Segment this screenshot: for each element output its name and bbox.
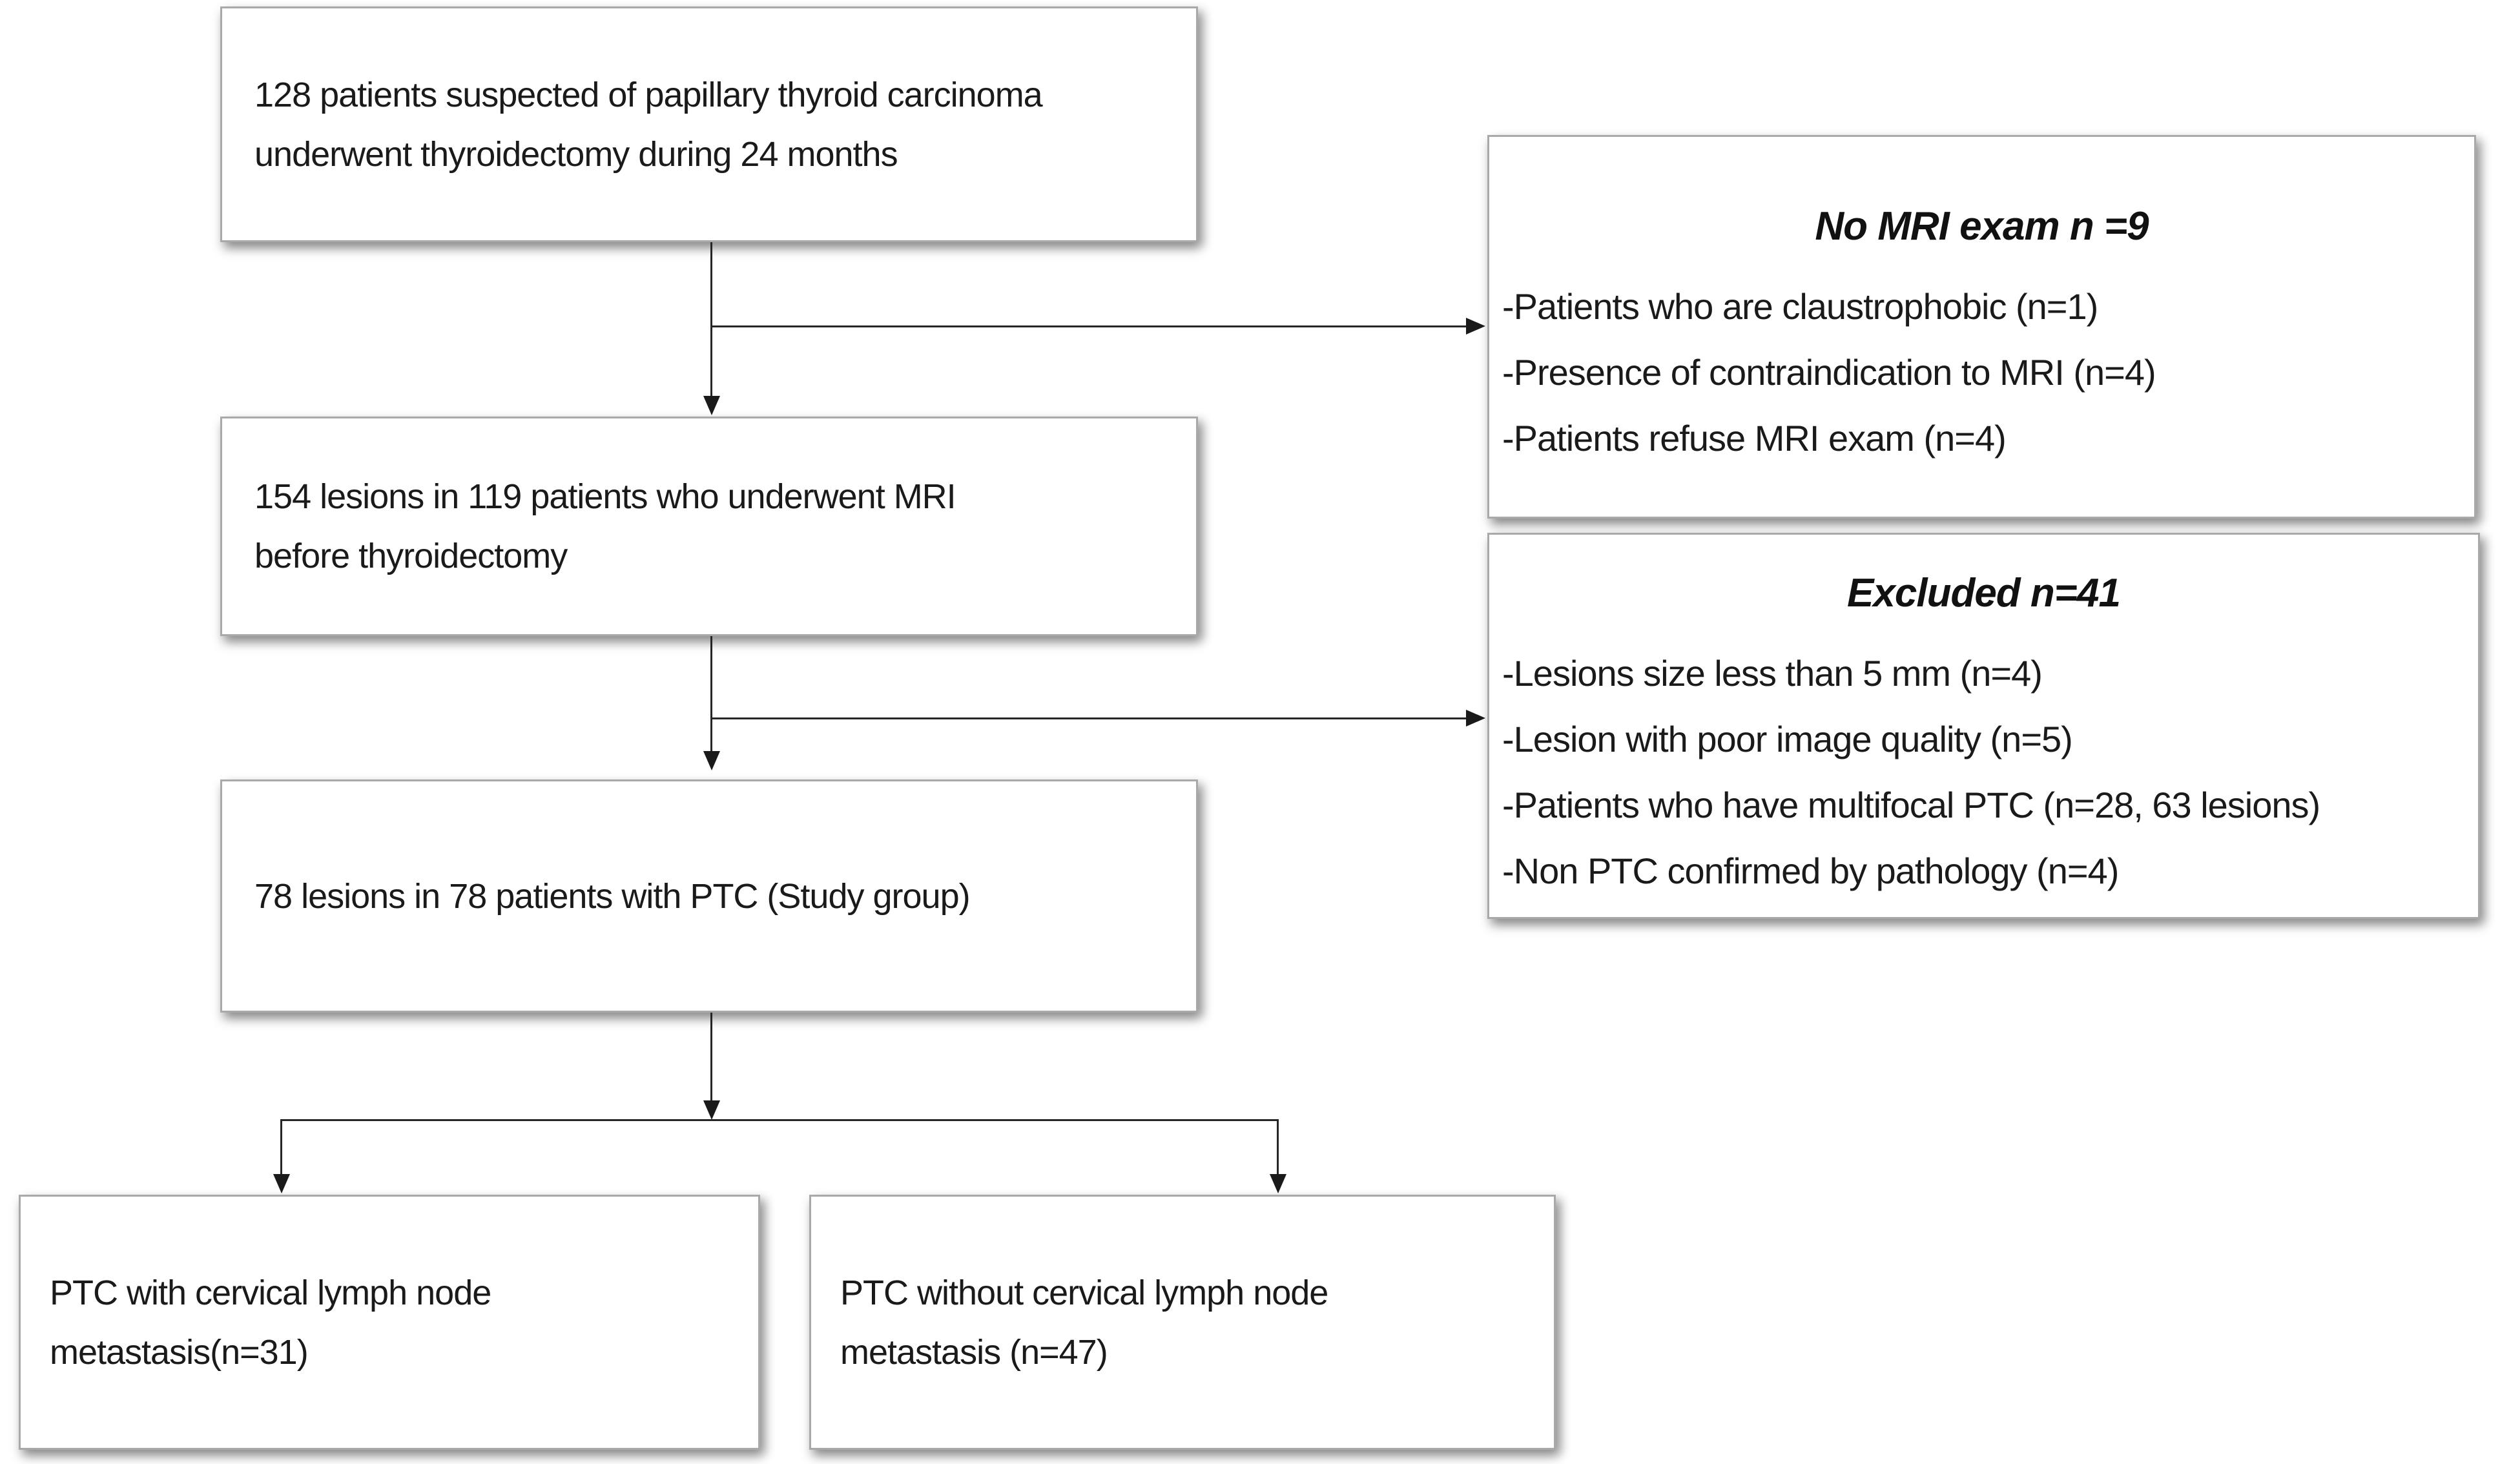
connector-mri-to-study-vertical (710, 636, 712, 752)
no-mri-item: -Patients refuse MRI exam (n=4) (1502, 418, 2007, 459)
ptc-without-metastasis-text: PTC without cervical lymph node metastas… (840, 1273, 1328, 1372)
box-ptc-with-metastasis: PTC with cervical lymph node metastasis(… (19, 1195, 760, 1450)
arrowhead-down-icon (703, 1100, 720, 1120)
connector-branch-excluded-horizontal (710, 717, 1467, 719)
excluded-title: Excluded n=41 (1847, 571, 2121, 615)
no-mri-title: No MRI exam n =9 (1815, 204, 2149, 249)
connector-split-horizontal (280, 1119, 1279, 1121)
arrowhead-down-icon (703, 751, 720, 770)
excluded-item: -Patients who have multifocal PTC (n=28,… (1502, 785, 2320, 825)
box-no-mri-exam: No MRI exam n =9 -Patients who are claus… (1487, 135, 2476, 519)
connector-initial-to-mri-vertical (710, 242, 712, 398)
box-excluded: Excluded n=41 -Lesions size less than 5 … (1487, 533, 2480, 919)
arrowhead-down-icon (703, 396, 720, 415)
connector-split-left-vertical (280, 1119, 282, 1176)
initial-cohort-text: 128 patients suspected of papillary thyr… (254, 75, 1043, 174)
arrowhead-right-icon (1466, 710, 1485, 727)
ptc-with-metastasis-text: PTC with cervical lymph node metastasis(… (50, 1273, 491, 1372)
connector-split-right-vertical (1277, 1119, 1279, 1176)
arrowhead-down-icon (273, 1174, 290, 1193)
mri-group-text: 154 lesions in 119 patients who underwen… (254, 477, 956, 575)
no-mri-item: -Presence of contraindication to MRI (n=… (1502, 352, 2156, 393)
box-initial-cohort: 128 patients suspected of papillary thyr… (220, 6, 1198, 242)
arrowhead-down-icon (1270, 1174, 1286, 1193)
excluded-item: -Lesion with poor image quality (n=5) (1502, 719, 2073, 759)
excluded-item: -Lesions size less than 5 mm (n=4) (1502, 653, 2043, 694)
arrowhead-right-icon (1466, 318, 1485, 335)
study-group-text: 78 lesions in 78 patients with PTC (Stud… (254, 876, 971, 916)
excluded-item: -Non PTC confirmed by pathology (n=4) (1502, 851, 2119, 891)
box-ptc-without-metastasis: PTC without cervical lymph node metastas… (809, 1195, 1556, 1450)
connector-study-split-vertical (710, 1013, 712, 1103)
no-mri-item: -Patients who are claustrophobic (n=1) (1502, 286, 2098, 327)
connector-branch-no-mri-horizontal (710, 325, 1467, 327)
box-mri-group: 154 lesions in 119 patients who underwen… (220, 417, 1198, 636)
box-study-group: 78 lesions in 78 patients with PTC (Stud… (220, 779, 1198, 1013)
